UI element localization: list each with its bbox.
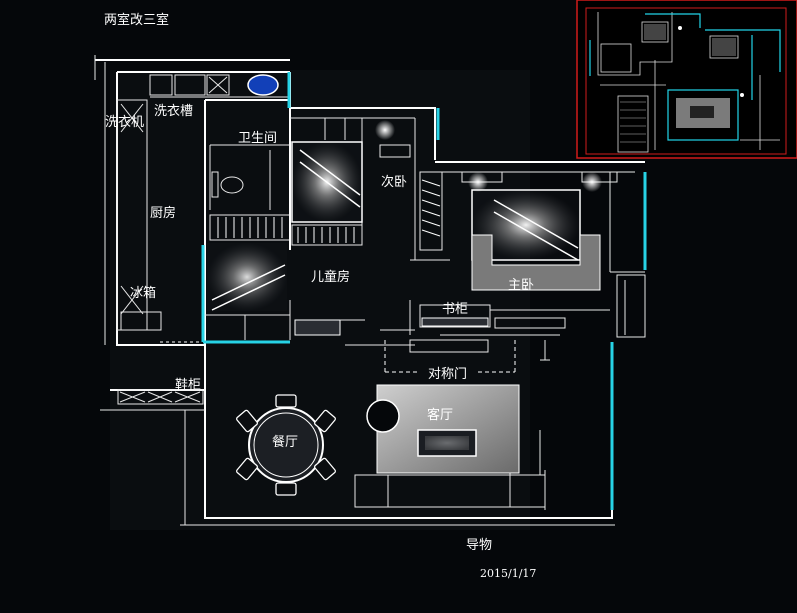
minimap[interactable] <box>576 0 797 159</box>
label-kitchen: 厨房 <box>150 205 176 221</box>
label-laundry-sink: 洗衣槽 <box>154 103 193 119</box>
label-living: 客厅 <box>427 407 453 423</box>
page-title: 两室改三室 <box>104 12 169 28</box>
label-kids-room: 儿童房 <box>311 269 350 285</box>
footer-date: 2015/1/17 <box>480 567 536 580</box>
label-second-bedroom: 次卧 <box>381 174 407 190</box>
living-furniture <box>366 384 520 474</box>
label-bookcase: 书柜 <box>442 302 468 317</box>
window-accents <box>201 72 647 510</box>
label-master-bedroom: 主卧 <box>508 278 534 293</box>
label-bathroom: 卫生间 <box>238 131 277 146</box>
label-shoe-cabinet: 鞋柜 <box>175 377 201 393</box>
footer-author: 导物 <box>466 538 492 553</box>
label-fridge: 冰箱 <box>130 285 156 301</box>
label-washer: 洗衣机 <box>105 114 144 130</box>
walls <box>94 55 646 526</box>
label-symmetric-door: 对称门 <box>428 367 467 382</box>
ceiling-lamps <box>375 120 602 192</box>
dining-table <box>236 394 336 496</box>
label-dining: 餐厅 <box>272 434 298 450</box>
